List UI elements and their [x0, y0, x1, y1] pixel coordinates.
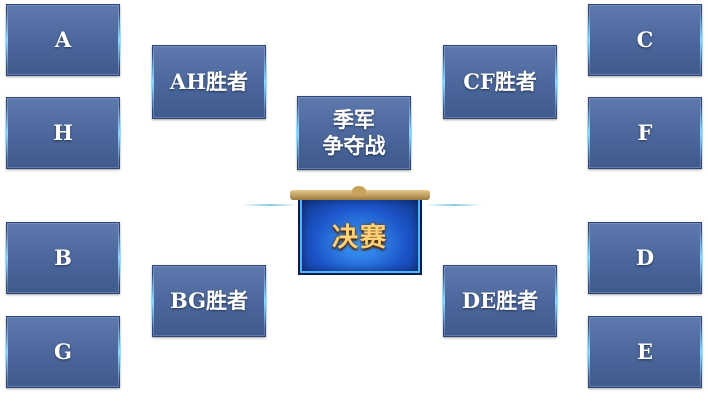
third-place-line2: 争夺战 — [322, 133, 386, 158]
team-e-label: E — [636, 338, 653, 364]
winner-de-label: DE胜者 — [461, 287, 539, 313]
team-a-box: A — [5, 4, 121, 76]
team-d-box: D — [587, 222, 703, 294]
final-panel: 决赛 — [298, 195, 422, 275]
team-c-label: C — [636, 26, 654, 52]
final-label: 决赛 — [331, 222, 388, 253]
team-h-box: H — [5, 97, 121, 169]
final-gem-icon — [352, 186, 366, 196]
winner-cf-box: CF胜者 — [442, 45, 558, 119]
team-g-label: G — [54, 338, 72, 364]
third-place-line1: 季军 — [333, 106, 375, 132]
team-c-box: C — [587, 4, 703, 76]
winner-bg-box: BG胜者 — [151, 265, 267, 337]
team-f-label: F — [637, 119, 653, 145]
ornament-left-line — [242, 204, 298, 206]
final-emblem: 决赛 — [240, 186, 484, 284]
team-g-box: G — [5, 316, 121, 388]
team-b-box: B — [5, 222, 121, 294]
winner-de-box: DE胜者 — [442, 265, 558, 337]
winner-cf-label: CF胜者 — [463, 68, 537, 94]
team-f-box: F — [587, 97, 703, 169]
winner-bg-label: BG胜者 — [169, 287, 249, 313]
team-e-box: E — [587, 316, 703, 388]
winner-ah-label: AH胜者 — [169, 68, 249, 94]
team-d-label: D — [635, 244, 655, 270]
team-a-label: A — [54, 26, 72, 52]
team-h-label: H — [53, 119, 73, 145]
winner-ah-box: AH胜者 — [151, 45, 267, 119]
ornament-right-line — [426, 204, 482, 206]
team-b-label: B — [54, 244, 72, 270]
third-place-box: 季军 争夺战 — [296, 96, 412, 170]
